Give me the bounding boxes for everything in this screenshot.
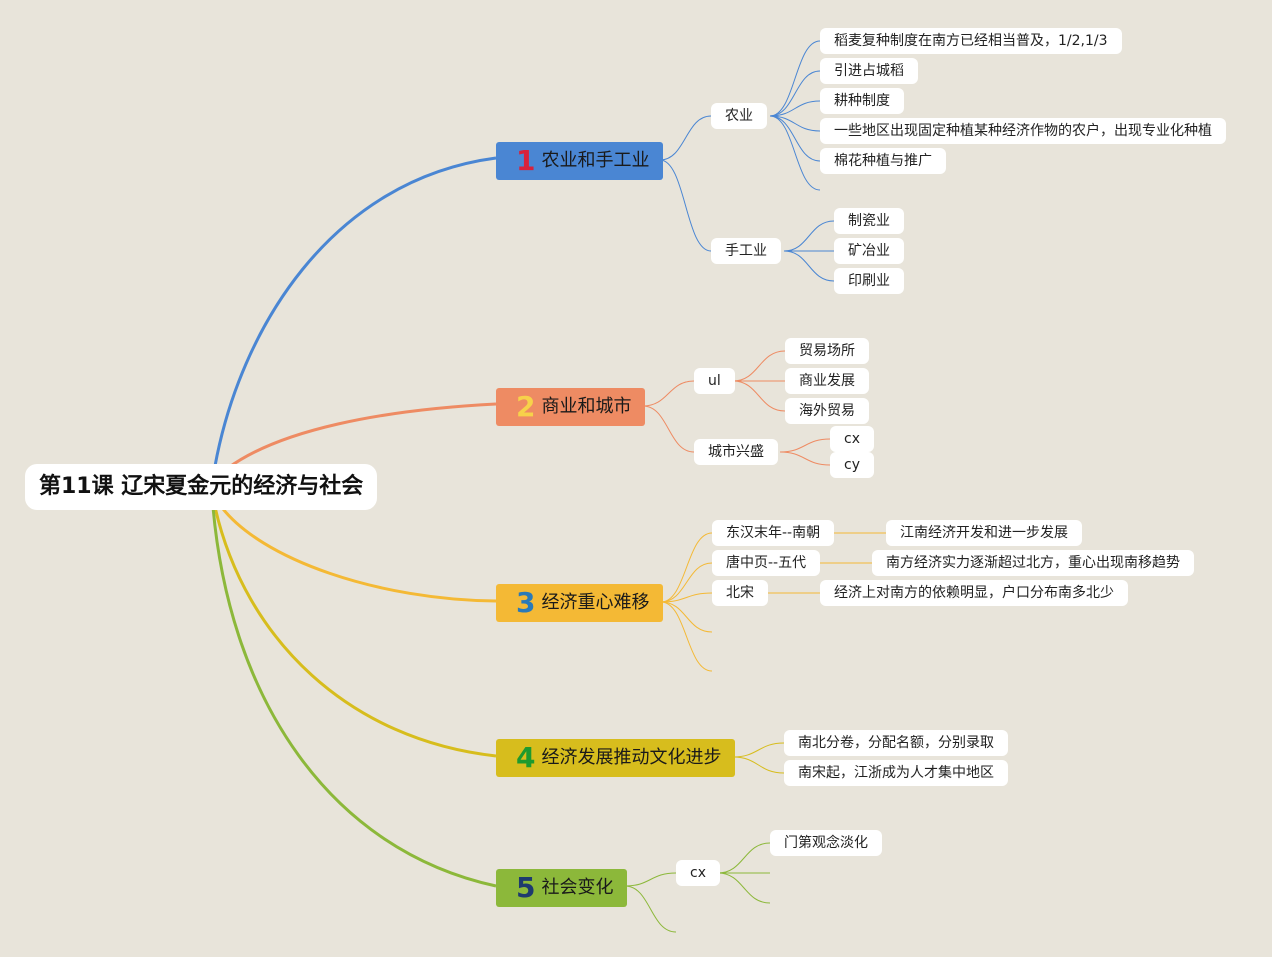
connector-line xyxy=(642,405,695,453)
leaf-topic[interactable]: cx xyxy=(830,426,874,452)
sub-topic-period[interactable]: 东汉末年--南朝 xyxy=(712,520,835,546)
connector-line xyxy=(660,601,713,633)
connector-line xyxy=(642,380,695,407)
leaf-topic[interactable]: 稻麦复种制度在南方已经相当普及，1/2,1/3 xyxy=(820,28,1122,54)
branch-1-label: 农业和手工业 xyxy=(541,150,650,171)
leaf-topic[interactable]: 耕种制度 xyxy=(820,88,904,114)
branch-number-2: 2 xyxy=(516,390,536,423)
connector-line xyxy=(783,250,835,282)
connector-line xyxy=(660,562,713,603)
connector-line xyxy=(659,159,712,252)
branch-number-4: 4 xyxy=(516,741,536,774)
connector-line xyxy=(732,742,785,758)
leaf-topic[interactable]: 南宋起，江浙成为人才集中地区 xyxy=(784,760,1008,786)
sub-topic-agriculture[interactable]: 农业 xyxy=(711,103,767,129)
branch-number-5: 5 xyxy=(516,871,536,904)
branch-3-label: 经济重心难移 xyxy=(541,592,650,613)
sub-topic-period[interactable]: 北宋 xyxy=(712,580,768,606)
leaf-topic[interactable]: 棉花种植与推广 xyxy=(820,148,946,174)
sub-topic-handicraft[interactable]: 手工业 xyxy=(711,238,781,264)
sub-topic-cx[interactable]: cx xyxy=(676,860,720,886)
leaf-topic[interactable]: 制瓷业 xyxy=(834,208,904,234)
connector-line xyxy=(732,350,786,382)
leaf-topic[interactable]: 江南经济开发和进一步发展 xyxy=(886,520,1082,546)
branch-number-3: 3 xyxy=(516,586,536,619)
leaf-topic[interactable]: 一些地区出现固定种植某种经济作物的农户，出现专业化种植 xyxy=(820,118,1226,144)
sub-topic-ul[interactable]: ul xyxy=(694,368,735,394)
connector-line xyxy=(659,115,712,161)
connector-line xyxy=(732,756,785,774)
branch-4-label: 经济发展推动文化进步 xyxy=(541,747,722,768)
leaf-topic[interactable]: 商业发展 xyxy=(785,368,869,394)
main-connector xyxy=(218,504,497,603)
connector-line xyxy=(624,885,677,933)
leaf-topic[interactable]: 贸易场所 xyxy=(785,338,869,364)
connector-line xyxy=(624,872,677,887)
connector-line xyxy=(717,842,771,874)
branch-number-1: 1 xyxy=(516,144,536,177)
connector-line xyxy=(660,532,713,603)
leaf-topic[interactable]: 南北分卷，分配名额，分别录取 xyxy=(784,730,1008,756)
connector-line xyxy=(769,115,821,191)
leaf-topic[interactable]: 经济上对南方的依赖明显，户口分布南多北少 xyxy=(820,580,1128,606)
branch-5-label: 社会变化 xyxy=(541,877,614,898)
connector-line xyxy=(732,380,786,412)
root-topic[interactable]: 第11课 辽宋夏金元的经济与社会 xyxy=(25,464,378,510)
connector-line xyxy=(769,115,821,162)
leaf-topic[interactable]: 矿冶业 xyxy=(834,238,904,264)
leaf-topic[interactable]: cy xyxy=(830,452,874,478)
connector-line xyxy=(779,451,831,466)
main-connector xyxy=(213,156,497,467)
connector-line xyxy=(717,872,771,904)
leaf-topic[interactable]: 引进占城稻 xyxy=(820,58,918,84)
main-connector xyxy=(213,506,497,758)
connector-line xyxy=(769,70,821,117)
connector-line xyxy=(783,220,835,252)
connector-line xyxy=(769,115,821,132)
main-connector xyxy=(211,506,497,888)
connector-line xyxy=(779,438,831,453)
leaf-topic[interactable]: 海外贸易 xyxy=(785,398,869,424)
connector-line xyxy=(769,40,821,117)
connector-line xyxy=(660,601,713,672)
main-connector xyxy=(227,402,497,470)
leaf-topic[interactable]: 印刷业 xyxy=(834,268,904,294)
connector-line xyxy=(660,592,713,603)
leaf-topic[interactable]: 南方经济实力逐渐超过北方，重心出现南移趋势 xyxy=(872,550,1194,576)
sub-topic-city[interactable]: 城市兴盛 xyxy=(694,439,778,465)
connector-line xyxy=(769,100,821,117)
leaf-topic[interactable]: 门第观念淡化 xyxy=(770,830,882,856)
sub-topic-period[interactable]: 唐中页--五代 xyxy=(712,550,821,576)
branch-2-label: 商业和城市 xyxy=(541,396,632,417)
